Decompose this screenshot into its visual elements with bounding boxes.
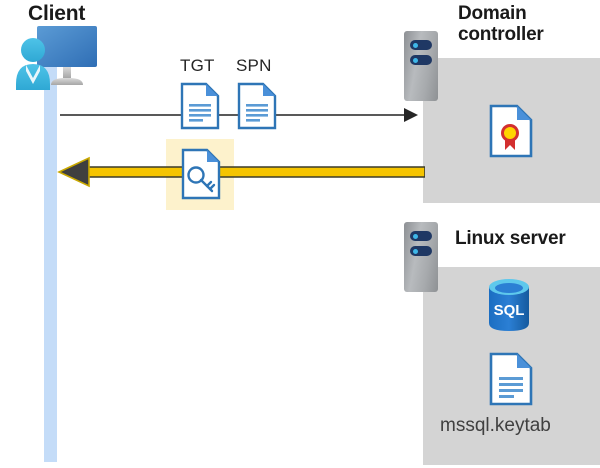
tgt-document-icon [180,82,220,135]
certificate-document-icon [489,104,533,163]
linux-server-icon [404,222,438,292]
server-bay-icon [410,231,432,241]
keytab-document-icon [489,352,533,411]
spn-label: SPN [236,56,272,75]
domain-controller-server-icon [404,31,438,101]
response-arrow-to-client [57,154,426,195]
client-label: Client [28,2,86,25]
spn-document-icon [237,82,277,135]
client-computer-icon [13,24,101,94]
service-ticket-key-document-icon [181,148,221,205]
server-bay-icon [410,246,432,256]
sql-database-text: SQL [494,302,525,319]
tgt-label: TGT [180,56,215,75]
server-bay-icon [410,40,432,50]
server-bay-icon [410,55,432,65]
request-arrow-to-domain-controller [60,106,418,129]
keytab-filename-label: mssql.keytab [440,415,551,436]
linux-server-label: Linux server [455,228,566,249]
sql-database-icon: SQL [483,277,535,338]
client-lifeline [44,60,57,462]
